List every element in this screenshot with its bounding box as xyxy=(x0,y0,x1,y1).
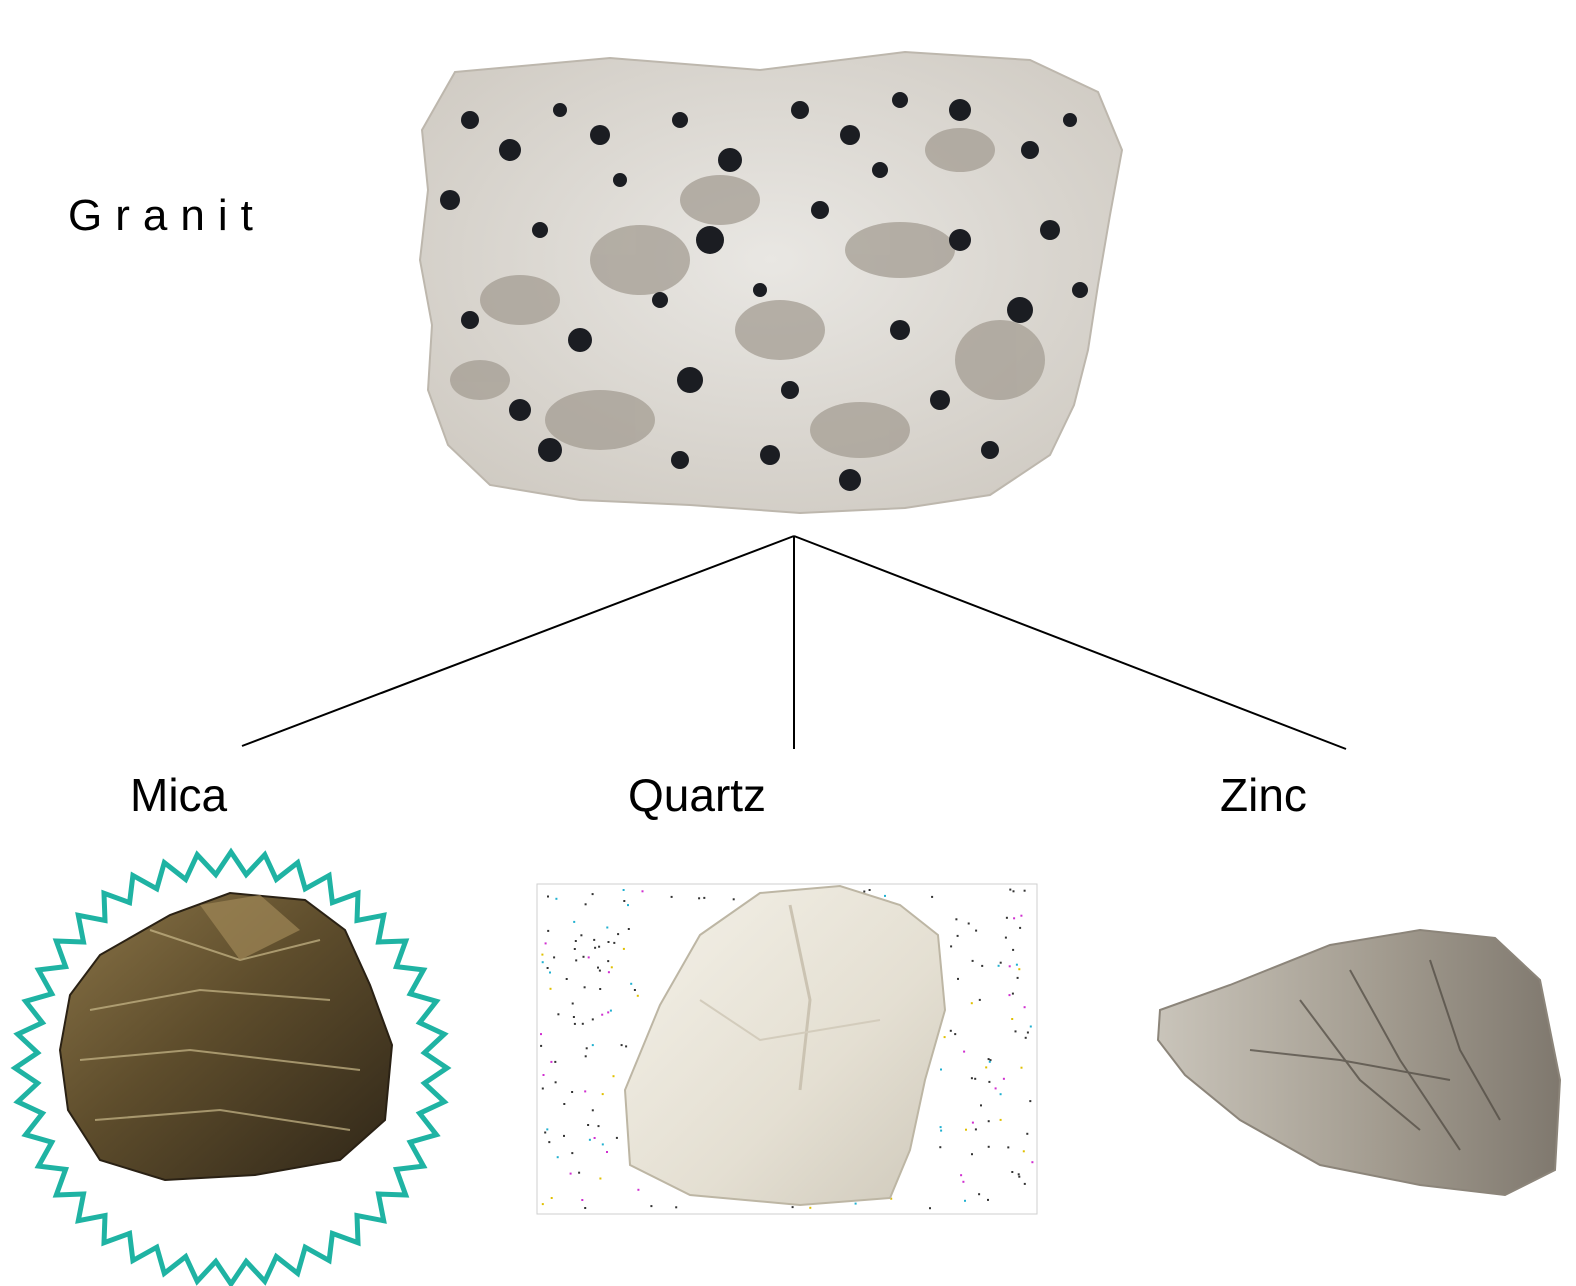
root-label-granit: Granit xyxy=(68,194,266,238)
zinc-rock-image xyxy=(1158,930,1560,1195)
mica-rock-image xyxy=(60,893,392,1180)
tree-connectors xyxy=(242,536,1346,749)
child-label-mica: Mica xyxy=(130,772,227,818)
connector-zinc xyxy=(794,536,1346,749)
connector-mica xyxy=(242,536,794,746)
child-label-quartz: Quartz xyxy=(628,772,766,818)
granite-rock-image xyxy=(420,52,1122,513)
quartz-rock-image xyxy=(537,884,1037,1214)
child-label-zinc: Zinc xyxy=(1220,772,1307,818)
